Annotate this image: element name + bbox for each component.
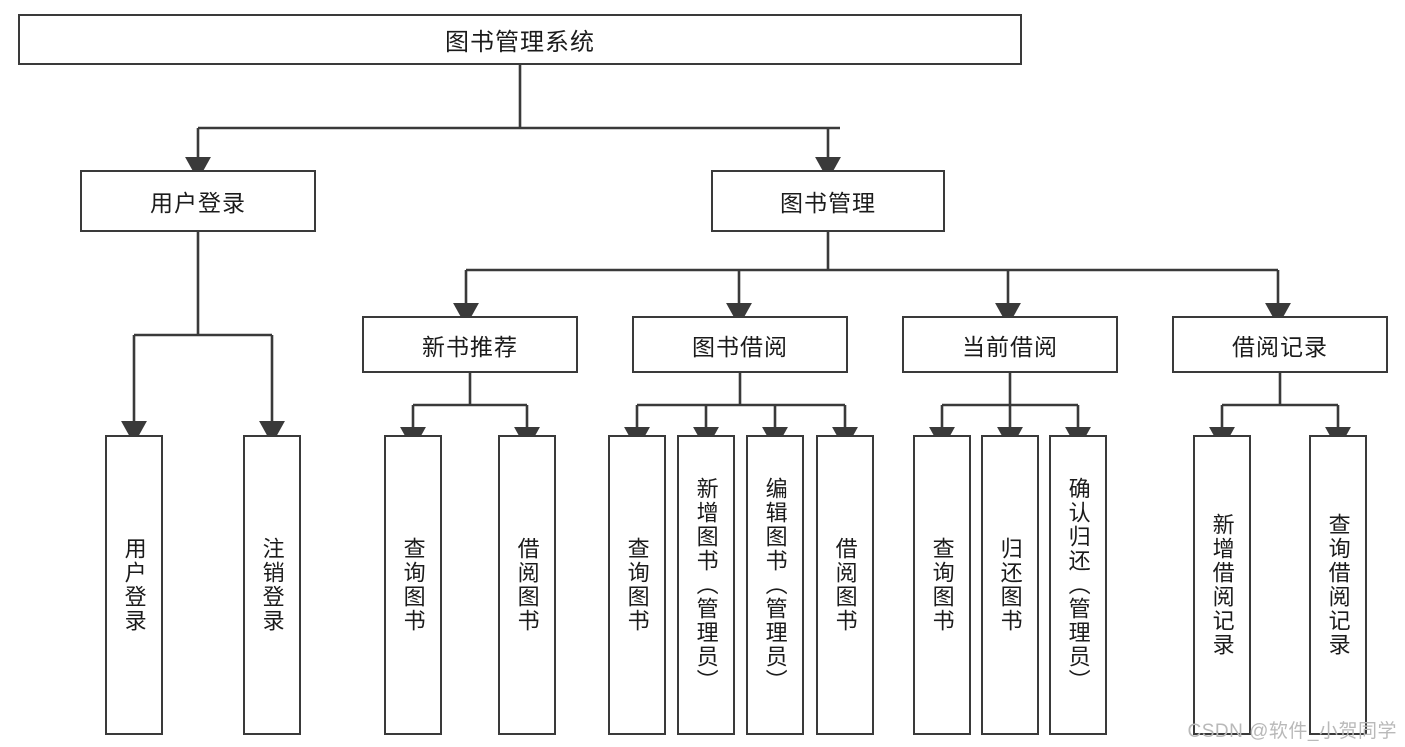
node-label: 新增借阅记录 xyxy=(1209,513,1235,657)
node-label: 图书借阅 xyxy=(692,333,788,360)
node-current-borrowing[interactable]: 当前借阅 xyxy=(902,316,1118,373)
node-label: 查询图书 xyxy=(624,537,650,633)
node-label: 注销登录 xyxy=(259,537,285,633)
leaf-logout[interactable]: 注销登录 xyxy=(243,435,301,735)
leaf-query-borrow-record[interactable]: 查询借阅记录 xyxy=(1309,435,1367,735)
node-book-borrowing[interactable]: 图书借阅 xyxy=(632,316,848,373)
node-root-book-management-system[interactable]: 图书管理系统 xyxy=(18,14,1022,65)
node-borrow-records[interactable]: 借阅记录 xyxy=(1172,316,1388,373)
node-label: 确认归还（管理员） xyxy=(1065,477,1091,693)
leaf-borrow-books-new[interactable]: 借阅图书 xyxy=(498,435,556,735)
leaf-confirm-return-admin[interactable]: 确认归还（管理员） xyxy=(1049,435,1107,735)
node-label: 查询图书 xyxy=(929,537,955,633)
node-label: 查询借阅记录 xyxy=(1325,513,1351,657)
node-label: 图书管理系统 xyxy=(445,29,595,56)
leaf-edit-book-admin[interactable]: 编辑图书（管理员） xyxy=(746,435,804,735)
node-label: 新增图书（管理员） xyxy=(693,477,719,693)
node-label: 借阅记录 xyxy=(1232,333,1328,360)
node-label: 查询图书 xyxy=(400,537,426,633)
node-label: 当前借阅 xyxy=(962,333,1058,360)
leaf-user-login[interactable]: 用户登录 xyxy=(105,435,163,735)
node-book-management[interactable]: 图书管理 xyxy=(711,170,945,232)
node-label: 编辑图书（管理员） xyxy=(762,477,788,693)
node-label: 图书管理 xyxy=(780,190,876,216)
node-label: 借阅图书 xyxy=(832,537,858,633)
leaf-add-book-admin[interactable]: 新增图书（管理员） xyxy=(677,435,735,735)
leaf-query-books-new[interactable]: 查询图书 xyxy=(384,435,442,735)
node-label: 用户登录 xyxy=(150,190,246,216)
node-label: 借阅图书 xyxy=(514,537,540,633)
node-user-login[interactable]: 用户登录 xyxy=(80,170,316,232)
node-label: 归还图书 xyxy=(997,537,1023,633)
node-label: 新书推荐 xyxy=(422,333,518,360)
leaf-query-books-borrow[interactable]: 查询图书 xyxy=(608,435,666,735)
node-label: 用户登录 xyxy=(121,537,147,633)
leaf-borrow-books[interactable]: 借阅图书 xyxy=(816,435,874,735)
leaf-return-books[interactable]: 归还图书 xyxy=(981,435,1039,735)
leaf-query-books-current[interactable]: 查询图书 xyxy=(913,435,971,735)
csdn-watermark: CSDN @软件_小贺同学 xyxy=(1187,721,1397,742)
leaf-add-borrow-record[interactable]: 新增借阅记录 xyxy=(1193,435,1251,735)
node-new-book-recommendation[interactable]: 新书推荐 xyxy=(362,316,578,373)
